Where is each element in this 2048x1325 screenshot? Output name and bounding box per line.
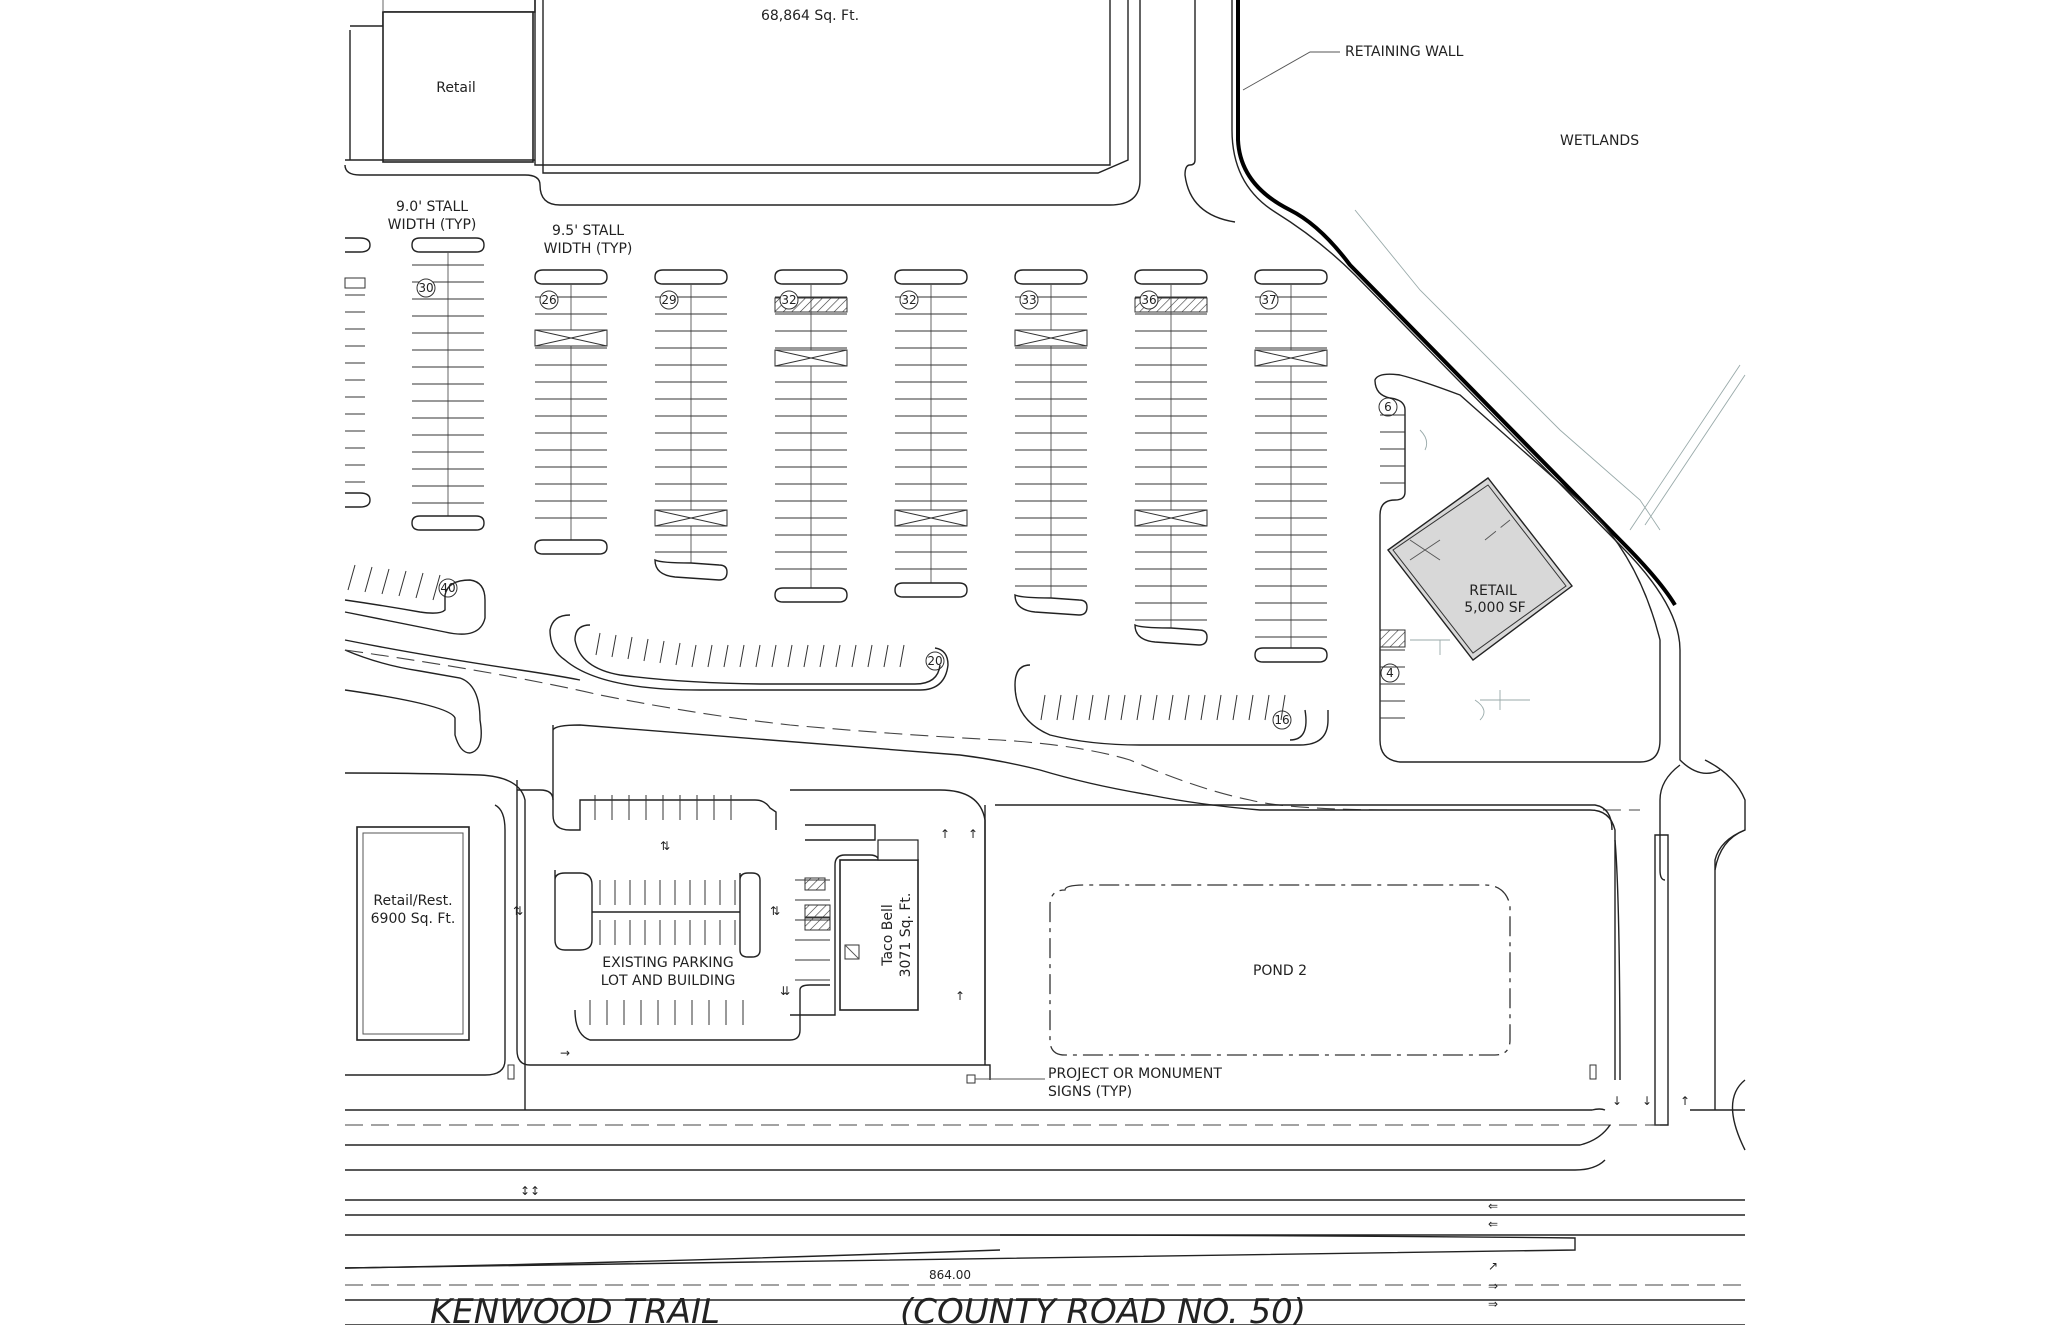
parking-row-7: 36 (1134, 269, 1208, 646)
stall-count-tag: 33 (1021, 293, 1036, 307)
parking-row-1: 30 (411, 237, 485, 531)
stall-count-tag: 26 (541, 293, 556, 307)
retail-top-label: Retail (436, 80, 476, 96)
svg-text:⇅: ⇅ (660, 839, 670, 853)
stall-count-tag: 32 (781, 293, 796, 307)
parking-row-5: 32 (894, 269, 968, 598)
parking-row-3: 29 (654, 269, 728, 581)
taco-bell-line2: 3071 Sq. Ft. (898, 893, 914, 978)
stall-count-tag: 29 (661, 293, 676, 307)
retaining-wall (1236, 0, 1677, 607)
anchor-area-label: 68,864 Sq. Ft. (761, 8, 859, 24)
svg-text:⇒: ⇒ (1488, 1297, 1498, 1311)
stall-95-line1: 9.5' STALL (552, 223, 624, 239)
parking-row-6: 33 (1014, 269, 1088, 616)
traffic-arrows: ⇅ ⇅ ⇅ ↑ ↑ ↑ → ⇊ (513, 827, 978, 1060)
elevation-label: 864.00 (929, 1268, 971, 1282)
retail-rest-building: Retail/Rest. 6900 Sq. Ft. (356, 826, 470, 1041)
curved-bank-right (1014, 664, 1329, 746)
stall-count-tag: 32 (901, 293, 916, 307)
existing-line2: LOT AND BUILDING (601, 973, 736, 989)
turn-arrow-2: ↓ (1642, 1094, 1652, 1108)
curved-bank-center (549, 614, 949, 691)
monument-signs: PROJECT OR MONUMENT SIGNS (TYP) (507, 1064, 1597, 1100)
svg-text:↑: ↑ (955, 989, 965, 1003)
retail-new-line1: RETAIL (1469, 583, 1517, 599)
svg-text:⇒: ⇒ (1488, 1279, 1498, 1293)
taco-bell-building (839, 859, 919, 1011)
retail-pad: RETAIL 5,000 SF (1374, 373, 1661, 763)
road-designation: (COUNTY ROAD NO. 50) (900, 1292, 1306, 1325)
stall-count-tag: 4 (1386, 666, 1394, 680)
svg-text:↕↕: ↕↕ (520, 1184, 540, 1198)
wetlands-label: WETLANDS (1560, 133, 1639, 149)
stall-count-tag: 16 (1274, 713, 1289, 727)
stall-count-tag: 20 (927, 654, 942, 668)
taco-bell-line1: Taco Bell (880, 904, 896, 967)
parking-row-4: 32 (774, 269, 848, 603)
retail-strip-building: Retail (345, 0, 536, 163)
svg-text:⇐: ⇐ (1488, 1217, 1498, 1231)
existing-line1: EXISTING PARKING (602, 955, 733, 971)
retaining-wall-label: RETAINING WALL (1345, 44, 1464, 60)
turn-arrow-3: ↑ (1680, 1094, 1690, 1108)
pond-2: POND 2 (1049, 884, 1511, 1056)
svg-text:⇅: ⇅ (770, 904, 780, 918)
stall-90-line1: 9.0' STALL (396, 199, 468, 215)
svg-text:⇐: ⇐ (1488, 1199, 1498, 1213)
existing-lot: Taco Bell 3071 Sq. Ft. EXISTING PARKING … (513, 724, 1616, 1080)
parking-row-8: 37 (1254, 269, 1328, 663)
retail-new-building (1387, 477, 1573, 661)
svg-text:⇊: ⇊ (780, 984, 790, 998)
stall-90-line2: WIDTH (TYP) (388, 217, 477, 233)
retail-rest-line1: Retail/Rest. (373, 893, 452, 909)
svg-text:↗: ↗ (1488, 1259, 1498, 1273)
stall-count-tag: 30 (418, 281, 433, 295)
kenwood-trail-road: ↕↕ ⇐ ⇐ ↗ ⇒ ⇒ ↱ 864.00 KENWOOD TRAIL (COU… (344, 1108, 1745, 1325)
signs-line1: PROJECT OR MONUMENT (1048, 1066, 1222, 1082)
retail-new-line2: 5,000 SF (1464, 600, 1525, 616)
road-name: KENWOOD TRAIL (430, 1292, 720, 1325)
svg-text:↑: ↑ (940, 827, 950, 841)
stall-count-tag: 6 (1384, 400, 1392, 414)
svg-text:⇅: ⇅ (513, 904, 523, 918)
parking-row-far-left (344, 237, 371, 508)
svg-text:→: → (560, 1046, 570, 1060)
stall-count-tag: 37 (1261, 293, 1276, 307)
stall-count-tag: 36 (1141, 293, 1156, 307)
stall-95-line2: WIDTH (TYP) (544, 241, 633, 257)
parking-row-2: 26 (534, 269, 608, 555)
retail-rest-line2: 6900 Sq. Ft. (371, 911, 456, 927)
anchor-building: 68,864 Sq. Ft. (534, 0, 1129, 174)
curved-bank-left (344, 564, 486, 635)
signs-line2: SIGNS (TYP) (1048, 1084, 1132, 1100)
pond-label: POND 2 (1253, 963, 1307, 979)
turn-arrow-1: ↓ (1612, 1094, 1622, 1108)
svg-text:↑: ↑ (968, 827, 978, 841)
